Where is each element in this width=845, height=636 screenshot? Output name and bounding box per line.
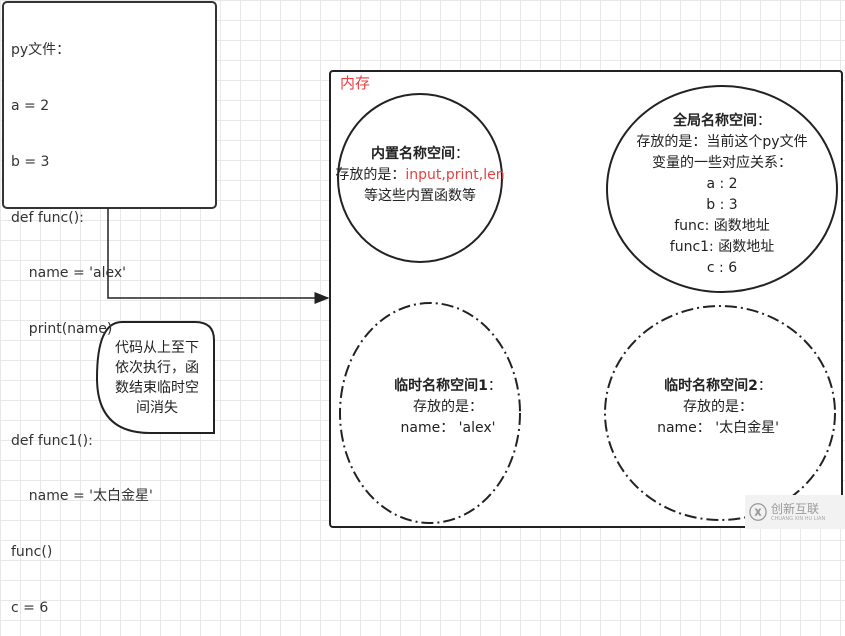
code-line: b = 3 [11,153,50,170]
code-line: func() [11,544,53,561]
code-box [2,1,217,209]
builtin-namespace-text: 内置名称空间： 存放的是：input,print,len 等这些内置函数等 [335,144,504,207]
code-line: print(name) [11,321,113,338]
local2-title: 临时名称空间2 [664,378,758,394]
local1-title: 临时名称空间1 [394,378,488,394]
code-line: def func1(): [11,432,93,449]
local-namespace-2-text: 临时名称空间2： 存放的是： name： '太白金星' [657,376,779,439]
code-line: a = 2 [11,97,50,114]
local1-line: 存放的是： [413,399,483,415]
execution-note: 代码从上至下 依次执行，函 数结束临时空 间消失 [102,338,212,418]
builtin-title: 内置名称空间 [371,146,455,162]
note-line: 依次执行，函 [115,360,199,376]
global-line: c : 6 [706,260,738,276]
builtin-prefix: 存放的是： [335,167,406,183]
watermark-subtitle: CHUANG XIN HU LIAN [771,515,826,522]
global-line: func1: 函数地址 [669,239,775,255]
local2-line: name： '太白金星' [657,420,779,436]
local-namespace-1-text: 临时名称空间1： 存放的是： name： 'alex' [394,376,502,439]
code-line: def func(): [11,209,84,226]
note-line: 代码从上至下 [115,340,199,356]
code-line: name = 'alex' [11,265,126,282]
local2-line: 存放的是： [682,399,753,415]
global-title: 全局名称空间 [672,113,757,129]
builtin-functions-highlight: input,print,len [405,167,505,183]
colon: ： [756,113,771,129]
local1-line: name： 'alex' [400,420,496,436]
code-line: py文件： [11,42,71,59]
code-box-text: py文件： a = 2 b = 3 def func(): name = 'al… [11,4,153,636]
watermark-brand: 创新互联 [771,501,820,516]
builtin-line: 等这些内置函数等 [364,188,476,204]
colon: ： [757,378,772,394]
note-line: 数结束临时空 [115,380,199,396]
watermark: ⓧ 创新互联 CHUANG XIN HU LIAN [745,495,845,529]
global-namespace-circle [606,85,838,293]
global-line: 变量的一些对应关系： [651,155,792,171]
global-line: a : 2 [706,176,738,192]
local-namespace-1-circle [339,302,521,524]
connector-arrow [107,208,330,304]
global-line: 存放的是：当前这个py文件 [636,134,808,150]
note-shape [95,321,215,434]
local-namespace-2-circle [604,305,836,521]
global-line: func: 函数地址 [674,218,770,234]
colon: ： [487,378,502,394]
builtin-namespace-circle [337,93,503,263]
global-line: b : 3 [706,197,738,213]
memory-label: 内存 [340,74,371,92]
code-line: name = '太白金星' [11,488,153,505]
code-line: c = 6 [11,600,49,616]
colon: ： [455,146,469,162]
watermark-logo-icon: ⓧ [749,503,767,524]
global-namespace-text: 全局名称空间： 存放的是：当前这个py文件 变量的一些对应关系： a : 2 b… [636,111,807,279]
note-line: 间消失 [136,400,178,416]
diagram-shapes [2,1,843,528]
